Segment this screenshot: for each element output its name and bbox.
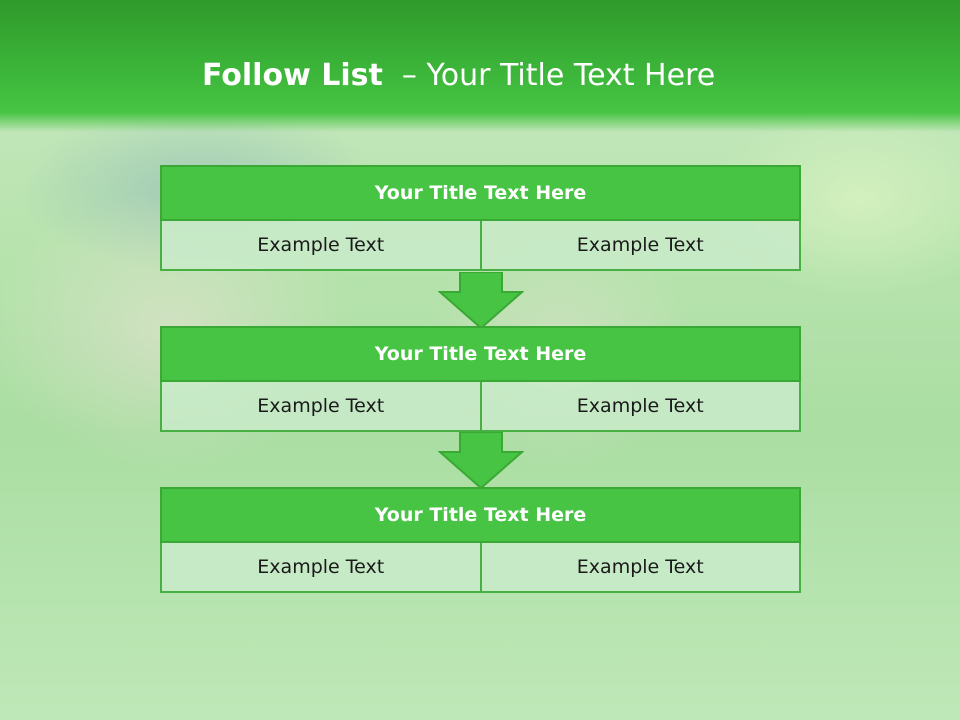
down-arrow-icon	[438, 272, 524, 330]
header-band	[0, 0, 960, 132]
block-title: Your Title Text Here	[160, 487, 801, 543]
down-arrow-icon	[438, 432, 524, 490]
block-cell-right: Example Text	[479, 543, 801, 593]
block-cell-right: Example Text	[479, 382, 801, 432]
block-title: Your Title Text Here	[160, 326, 801, 382]
block-cell-right: Example Text	[479, 221, 801, 271]
block-cell-left: Example Text	[160, 382, 482, 432]
slide-title: Follow List – Your Title Text Here	[0, 52, 960, 100]
block-row: Example Text Example Text	[160, 382, 801, 432]
slide-title-strong: Follow List	[202, 58, 383, 93]
block-title: Your Title Text Here	[160, 165, 801, 221]
slide-title-rest: – Your Title Text Here	[401, 58, 716, 93]
block-cell-left: Example Text	[160, 221, 482, 271]
list-block-1: Your Title Text Here Example Text Exampl…	[160, 165, 801, 271]
block-cell-left: Example Text	[160, 543, 482, 593]
list-block-3: Your Title Text Here Example Text Exampl…	[160, 487, 801, 593]
list-block-2: Your Title Text Here Example Text Exampl…	[160, 326, 801, 432]
block-row: Example Text Example Text	[160, 221, 801, 271]
block-row: Example Text Example Text	[160, 543, 801, 593]
